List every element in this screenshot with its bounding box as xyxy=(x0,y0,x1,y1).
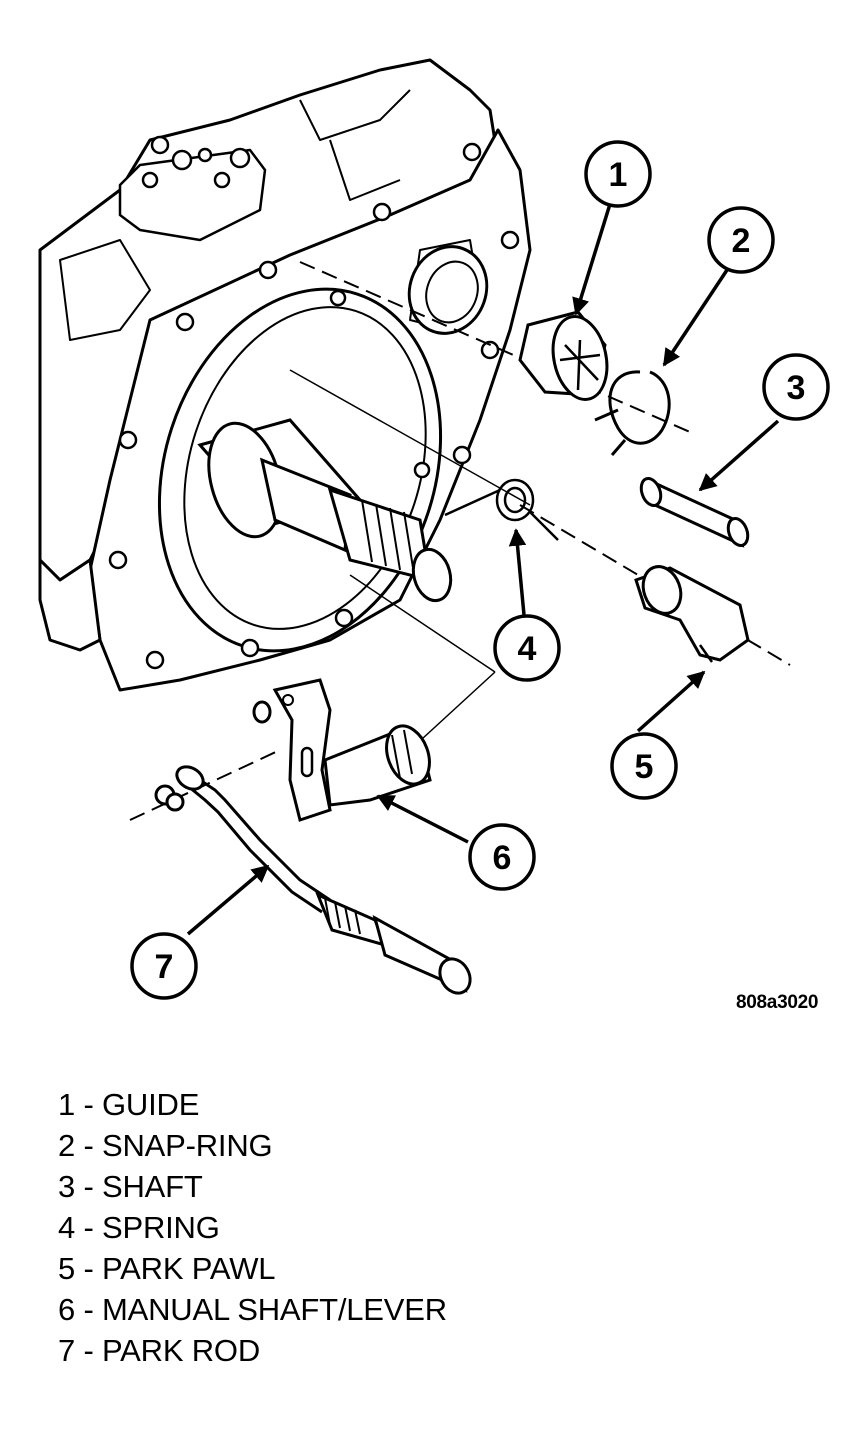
callout-label-1: 1 xyxy=(609,156,628,194)
figure-id: 808a3020 xyxy=(736,992,819,1013)
callout-label-6: 6 xyxy=(493,839,512,877)
callout-label-2: 2 xyxy=(732,222,751,260)
legend-item-3: 3 - SHAFT xyxy=(58,1169,203,1204)
parts-legend: 1 - GUIDE 2 - SNAP-RING 3 - SHAFT 4 - SP… xyxy=(58,1084,447,1371)
pawl-bore xyxy=(407,245,489,335)
output-shaft xyxy=(197,418,453,603)
manual-shaft-lever-part xyxy=(252,678,432,822)
callout-label-5: 5 xyxy=(635,748,654,786)
transmission-case xyxy=(38,58,532,692)
park-pawl-part xyxy=(634,565,750,663)
park-rod-part xyxy=(154,765,472,995)
callout-label-4: 4 xyxy=(518,630,537,668)
callout-label-3: 3 xyxy=(787,369,806,407)
shaft-part xyxy=(639,476,750,548)
callout-bubble-7: 7 xyxy=(130,932,198,1000)
legend-item-1: 1 - GUIDE xyxy=(58,1087,200,1122)
callout-bubble-3: 3 xyxy=(762,353,830,421)
valve-body-fittings xyxy=(141,135,251,189)
callout-bubble-5: 5 xyxy=(610,732,678,800)
exploded-view-diagram: 1 2 3 4 5 6 7 xyxy=(38,58,830,1000)
legend-item-4: 4 - SPRING xyxy=(58,1210,220,1245)
callout-arrows xyxy=(186,203,780,936)
snap-ring-part xyxy=(594,370,671,456)
callout-bubble-1: 1 xyxy=(584,140,652,208)
guide-part xyxy=(518,310,609,401)
legend-item-5: 5 - PARK PAWL xyxy=(58,1251,276,1286)
legend-item-2: 2 - SNAP-RING xyxy=(58,1128,273,1163)
flange-bolt-holes xyxy=(108,142,520,670)
legend-item-6: 6 - MANUAL SHAFT/LEVER xyxy=(58,1292,447,1327)
alignment-lines-solid xyxy=(289,369,531,751)
legend-item-7: 7 - PARK ROD xyxy=(58,1333,261,1368)
callout-label-7: 7 xyxy=(155,948,174,986)
callout-bubble-4: 4 xyxy=(493,614,561,682)
callout-bubble-2: 2 xyxy=(707,206,775,274)
callout-bubble-6: 6 xyxy=(468,823,536,891)
spring-part xyxy=(444,478,559,541)
